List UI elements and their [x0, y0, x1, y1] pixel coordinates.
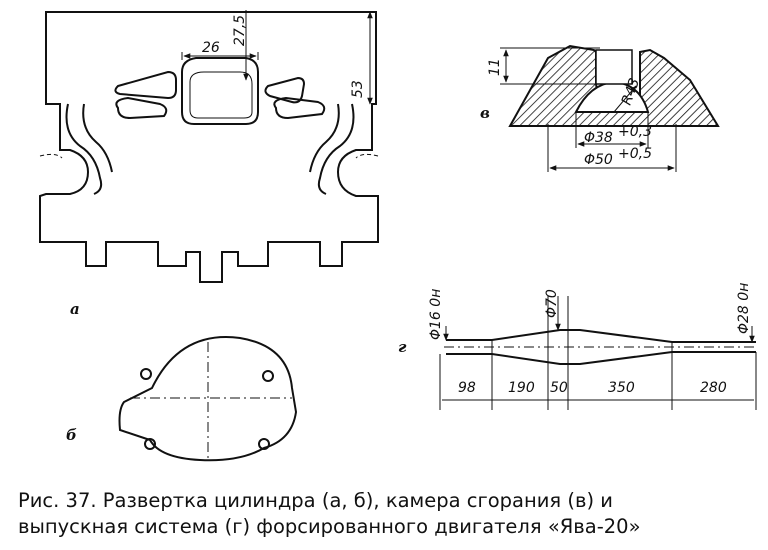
dim-total-height: 53 [350, 80, 366, 98]
figure-caption: Рис. 37. Развертка цилиндра (а, б), каме… [18, 488, 763, 540]
dim-exhaust-len2: 190 [508, 380, 535, 396]
dim-chamber-dia-large: Φ50 [584, 152, 613, 168]
dim-chamber-depth: 11 [487, 58, 503, 76]
dim-chamber-dia-large-tol: +0,5 [618, 146, 652, 162]
panel-b-cylinder-view: б [66, 336, 298, 462]
panel-a-cylinder-development: 26 27,5 53 а [39, 10, 379, 318]
dim-exhaust-len5: 280 [700, 380, 727, 396]
label-g: г [398, 338, 407, 356]
dim-exhaust-d-outlet: Φ28 0н [736, 283, 752, 334]
dim-exhaust-d-middle: Φ70 [544, 289, 560, 318]
dim-port-height: 27,5 [232, 15, 248, 46]
panel-v-combustion-chamber: 11 R43 Φ38 +0,3 Φ50 +0,5 в [480, 44, 720, 172]
dim-port-width: 26 [202, 40, 220, 56]
dim-chamber-dia-small-tol: +0,3 [618, 124, 652, 140]
dim-exhaust-len4: 350 [608, 380, 635, 396]
label-a: а [70, 300, 80, 318]
dim-exhaust-d-inlet: Φ16 0н [428, 289, 444, 340]
caption-line-2: выпускная система (г) форсированного дви… [18, 515, 641, 538]
panel-g-exhaust-system: Φ70 Φ16 0н Φ28 0н 98 190 50 350 280 г [398, 283, 758, 410]
dim-chamber-dia-small: Φ38 [584, 130, 613, 146]
label-b: б [66, 426, 77, 444]
label-v: в [480, 104, 490, 122]
caption-line-1: Рис. 37. Развертка цилиндра (а, б), каме… [18, 489, 613, 512]
dim-exhaust-len1: 98 [458, 380, 476, 396]
dim-exhaust-len3: 50 [550, 380, 568, 396]
